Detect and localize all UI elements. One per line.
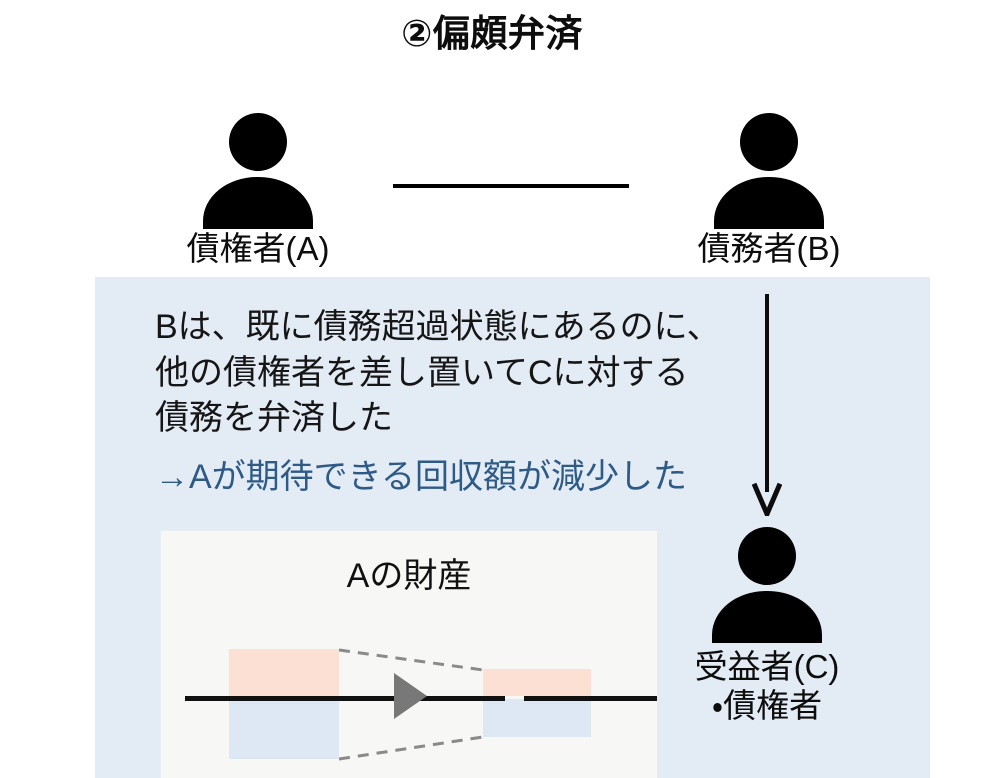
asset-baseline-before bbox=[185, 696, 505, 701]
asset-bar-before-top-segment bbox=[229, 649, 339, 696]
explanation-line-3: 債務を弁済した bbox=[155, 399, 393, 438]
person-body-icon bbox=[714, 177, 824, 229]
explanation-line-2: 他の債権者を差し置いてCに対する bbox=[155, 353, 689, 392]
asset-bar-before-bottom-segment bbox=[229, 699, 339, 759]
asset-baseline-after bbox=[524, 696, 657, 701]
page-title: ②偏頗弁済 bbox=[401, 13, 583, 54]
person-head-icon bbox=[229, 113, 287, 171]
person-body-icon bbox=[203, 177, 313, 229]
asset-bar-before bbox=[229, 649, 339, 759]
label-beneficiary-c-line1: 受益者(C) bbox=[694, 648, 840, 685]
label-debtor-b: 債務者(B) bbox=[697, 230, 841, 267]
person-icon-debtor-b bbox=[709, 113, 829, 233]
person-body-icon bbox=[712, 591, 822, 643]
explanation-text-block: Bは、既に債務超過状態にあるのに、 他の債権者を差し置いてCに対する 債務を弁済… bbox=[155, 305, 795, 500]
label-creditor-a: 債権者(A) bbox=[186, 230, 330, 267]
asset-card-title: Aの財産 bbox=[346, 557, 472, 595]
connector-line-a-b bbox=[393, 184, 629, 188]
label-beneficiary-c: 受益者(C) ・債権者 bbox=[647, 648, 887, 726]
asset-bar-after bbox=[483, 669, 591, 737]
asset-bar-after-bottom-segment bbox=[483, 699, 591, 737]
person-icon-creditor-a bbox=[198, 113, 318, 233]
explanation-conclusion: →Aが期待できる回収額が減少した bbox=[155, 457, 687, 496]
explanation-line-1: Bは、既に債務超過状態にあるのに、 bbox=[155, 308, 721, 346]
person-head-icon bbox=[738, 527, 796, 585]
down-arrow-b-to-c bbox=[751, 294, 783, 521]
person-icon-beneficiary-c bbox=[707, 527, 827, 647]
person-head-icon bbox=[740, 113, 798, 171]
label-beneficiary-c-line2: ・債権者 bbox=[711, 686, 823, 724]
play-triangle-icon bbox=[394, 673, 427, 719]
asset-bar-after-top-segment bbox=[483, 669, 591, 696]
asset-comparison-card: Aの財産 bbox=[160, 530, 657, 778]
